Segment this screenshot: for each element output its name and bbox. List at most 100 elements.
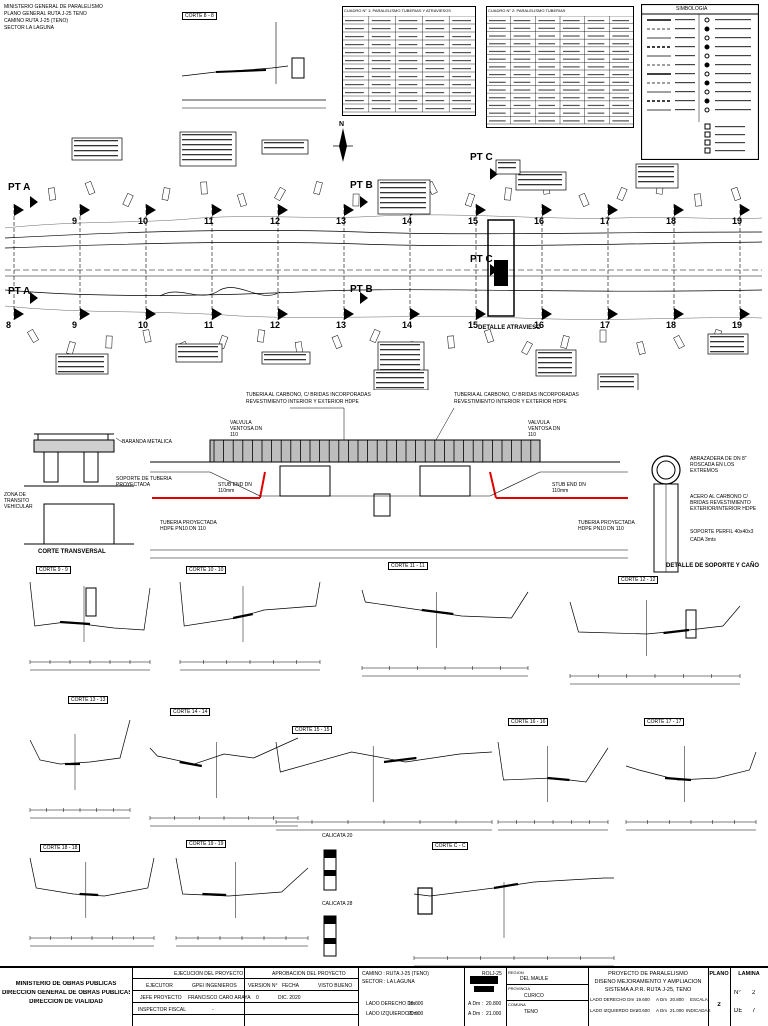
soporte-note-1: ABRAZADERA DE DN 8" ROSCADA EN LOS EXTRE… [690, 456, 747, 474]
hdpe-left-label: TUBERIA PROYECTADA HDPE PN10 DN 110 [160, 520, 217, 532]
calicata-28-title: CALICATA 28 [322, 901, 353, 907]
quantity-table-2-grid [486, 16, 634, 125]
station-bottom-8: 8 [6, 320, 12, 330]
soporte-note-4: CADA 3mts [690, 537, 716, 543]
station-top-18: 18 [666, 216, 677, 226]
lado-der-2-label: LADO DERECHO Dm [590, 997, 635, 1002]
legend-symbols [647, 17, 751, 154]
corte-10-10-title: CORTE 10 - 10 [186, 566, 227, 574]
region-label: REGION [508, 970, 524, 975]
corte-8-8-title: CORTE 8 - 8 [182, 12, 217, 20]
quantity-table-2-title: CUADRO N° 2: PARALELISMO TUBERIAS [488, 8, 566, 13]
ministry-line-2: DIRECCIÓN GENERAL DE OBRAS PÚBLICAS [2, 990, 130, 996]
aprobacion-header: APROBACIÓN DEL PROYECTO [272, 971, 346, 977]
station-bottom-18: 18 [666, 320, 677, 330]
lamina-value: 2 [752, 990, 756, 996]
pt-c-label-top: PT C [470, 152, 493, 163]
pipe-right-title: TUBERIA AL CARBONO, C/ BRIDAS INCORPORAD… [454, 392, 579, 398]
version-value: 0 [256, 995, 259, 1001]
a-dm-1-label: A Dm : [468, 1001, 484, 1007]
a-dm-4-value: 21.000 [670, 1008, 684, 1013]
station-bottom-14: 14 [402, 320, 413, 330]
corte-16-16-title: CORTE 16 - 16 [508, 718, 549, 726]
corte-19-19-title: CORTE 19 - 19 [186, 840, 227, 848]
plan-view [4, 214, 763, 320]
soporte-note-3: SOPORTE PERFIL 40x40x3 [690, 529, 754, 535]
ejecutor-label: EJECUTOR [146, 983, 173, 989]
fecha-label: FECHA [282, 983, 299, 989]
station-top-16: 16 [534, 216, 545, 226]
region-value: DEL MAULE [520, 976, 549, 982]
corte-transversal-title: CORTE TRANSVERSAL [38, 549, 106, 555]
a-dm-3-value: 20.800 [670, 997, 684, 1002]
station-bottom-10: 10 [138, 320, 149, 330]
mop-logo-icon [470, 976, 498, 992]
corte-15-15-title: CORTE 15 - 15 [292, 726, 333, 734]
pt-a-label-bottom: PT A [8, 286, 31, 297]
corte-13-13-title: CORTE 13 - 13 [68, 696, 109, 704]
header-note-1: MINISTERIO GENERAL DE PARALELISMO [4, 4, 103, 10]
station-top-13: 13 [336, 216, 347, 226]
corte-17-17-title: CORTE 17 - 17 [644, 718, 685, 726]
comuna-label: COMUNA [508, 1002, 526, 1007]
proyecto-line-1: PROYECTO DE PARALELISMO [608, 971, 688, 977]
station-top-17: 17 [600, 216, 611, 226]
lado-der-label: LADO DERECHO Dm : [366, 1001, 418, 1007]
cross-sections [29, 581, 757, 966]
pt-b-label-bottom: PT B [350, 284, 373, 295]
station-top-11: 11 [204, 216, 214, 226]
visto-label: VISTO BUENO [318, 983, 353, 989]
title-block: MINISTERIO DE OBRAS PÚBLICAS DIRECCIÓN G… [0, 966, 768, 1026]
a-dm-4-label: A Dm [656, 1008, 668, 1013]
a-dm-1-value: 20.800 [486, 1001, 502, 1007]
detail-atravieso-label: DETALLE ATRAVIESO [478, 325, 541, 331]
station-top-19: 19 [732, 216, 743, 226]
ejecutor-value: GPEI INGENIEROS [192, 983, 237, 989]
rol-value: J-25 [492, 971, 502, 977]
lamina-label: LÁMINA [738, 971, 760, 977]
sector-text: SECTOR : LA LAGUNA [362, 979, 415, 985]
plano-label: PLANO [709, 971, 729, 977]
stub-left-label: STUB END DN 110mm [218, 482, 252, 494]
quantity-table-1-title: CUADRO N° 1: PARALELISMO TUBERIAS Y ATRA… [344, 8, 451, 13]
station-bottom-19: 19 [732, 320, 743, 330]
calicata-logs [323, 849, 337, 957]
valve-left-label: VALVULA VENTOSA DN 110 [230, 420, 263, 438]
escala-label: ESCALA [690, 997, 708, 1002]
corte-transversal-drawing [24, 433, 134, 545]
north-arrow-icon: N [333, 121, 353, 162]
a-dm-3-label: A Dm [656, 997, 668, 1002]
svg-text:N: N [339, 121, 344, 128]
inspector-label: INSPECTOR FISCAL [138, 1007, 186, 1013]
lado-der-2-value: 19.600 [636, 997, 650, 1002]
detalle-soporte-title: DETALLE DE SOPORTE Y CAÑO [666, 563, 760, 569]
station-bottom-9: 9 [72, 320, 78, 330]
corte-11-11-title: CORTE 11 - 11 [388, 562, 428, 570]
corte-12-12-title: CORTE 12 - 12 [618, 576, 659, 584]
lamina-n-label: N° [734, 990, 741, 996]
pipe-right-sub: REVESTIMIENTO INTERIOR Y EXTERIOR HDPE [454, 399, 567, 405]
station-top-12: 12 [270, 216, 281, 226]
lado-der-value: 19.600 [408, 1001, 424, 1007]
header-note-3: CAMINO RUTA J-25 (TENO) [4, 18, 69, 24]
pipe-elevation [150, 407, 628, 559]
quantity-table-1-grid [342, 16, 476, 113]
station-top-10: 10 [138, 216, 149, 226]
comuna-value: TENO [524, 1009, 538, 1015]
proyecto-line-3: SISTEMA A.P.R. RUTA J-25, TENO [604, 987, 692, 993]
indicadas-label: INDICADAS [686, 1008, 711, 1013]
corte-9-9-title: CORTE 9 - 9 [36, 566, 71, 574]
calicata-20-title: CALICATA 20 [322, 833, 353, 839]
lado-izq-2-value: 20.600 [636, 1008, 650, 1013]
plano-value: 2 [717, 1002, 721, 1008]
ministry-line-1: MINISTERIO DE OBRAS PÚBLICAS [15, 981, 117, 987]
jefe-value: FRANCISCO CARO ARAYA [188, 995, 251, 1001]
pipe-left-sub: REVESTIMIENTO INTERIOR Y EXTERIOR HDPE [246, 399, 359, 405]
station-top-14: 14 [402, 216, 413, 226]
header-note-4: SECTOR LA LAGUNA [4, 25, 54, 31]
station-bottom-12: 12 [270, 320, 281, 330]
corte-8-8-drawing [181, 22, 326, 109]
station-bottom-13: 13 [336, 320, 347, 330]
legend-title: SIMBOLOGIA [676, 6, 708, 12]
plan-callout-boxes [55, 131, 749, 390]
